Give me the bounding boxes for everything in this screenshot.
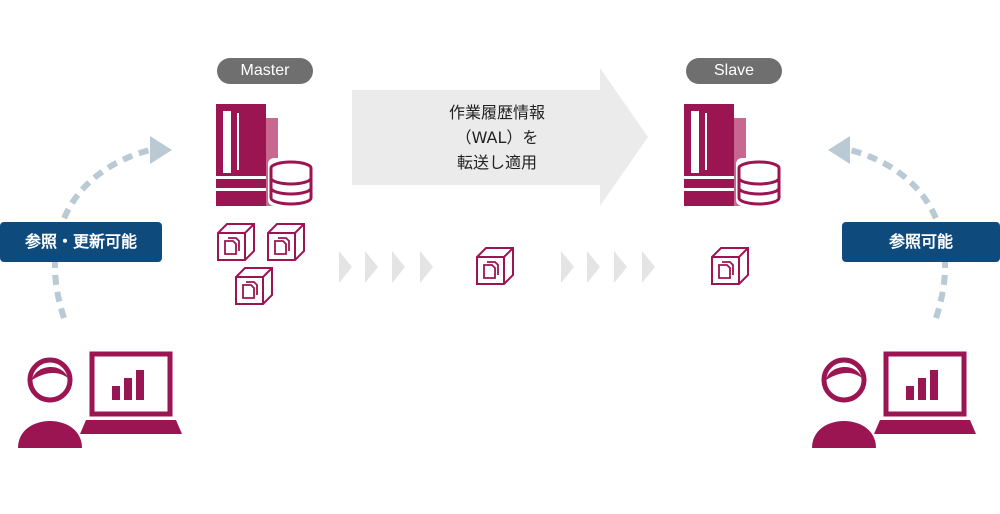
left-dashed-arc: [51, 147, 151, 319]
document-cube-icon: [267, 223, 305, 261]
left-permission-badge: 参照・更新可能: [0, 222, 162, 262]
transfer-arrow: [352, 68, 648, 206]
master-label: Master: [217, 58, 313, 84]
right-user-icon: [812, 354, 976, 448]
document-cube-icon: [217, 223, 255, 261]
right-permission-badge: 参照可能: [842, 222, 1000, 262]
master-wal-cubes: [217, 223, 305, 305]
slave-cube-icon: [711, 247, 749, 285]
slave-server-icon: [682, 102, 784, 208]
transfer-cube-icon: [476, 247, 514, 285]
flow-chevrons-right: [561, 251, 655, 283]
transfer-line-3: 転送し適用: [456, 153, 537, 172]
right-dashed-arc: [849, 147, 949, 319]
master-server-icon: [214, 102, 316, 208]
document-cube-icon: [235, 267, 273, 305]
left-user-icon: [18, 354, 182, 448]
right-arrow-head-icon: [828, 136, 850, 164]
left-arrow-head-icon: [150, 136, 172, 164]
transfer-description: 作業履歴情報 （WAL）を 転送し適用: [392, 100, 602, 175]
slave-label: Slave: [686, 58, 782, 84]
flow-chevrons-left: [339, 251, 433, 283]
transfer-line-1: 作業履歴情報: [448, 103, 545, 122]
transfer-line-2: （WAL）を: [455, 128, 539, 147]
